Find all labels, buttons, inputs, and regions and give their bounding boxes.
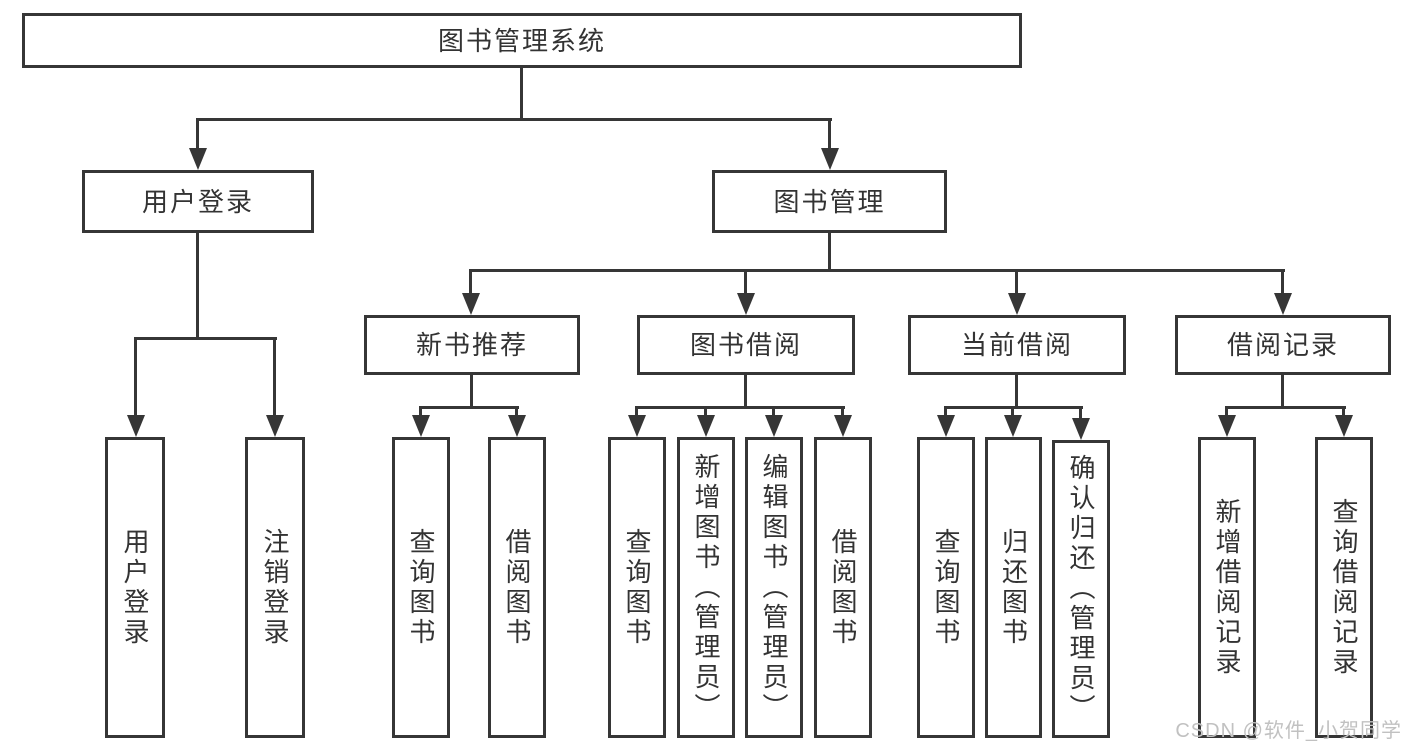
arrow-down-icon: [834, 415, 852, 437]
connector-line: [419, 406, 422, 418]
arrow-down-icon: [1008, 293, 1026, 315]
connector-line: [1281, 269, 1284, 296]
leaf-label: 编辑图书（管理员）: [759, 452, 789, 723]
connector-line: [1015, 269, 1018, 296]
leaf-label: 查询借阅记录: [1329, 497, 1359, 678]
leaf-label: 确认归还（管理员）: [1066, 454, 1096, 724]
connector-line: [635, 406, 845, 409]
connector-line: [744, 269, 747, 296]
connector-line: [196, 233, 199, 340]
leaf-label: 查询图书: [406, 527, 436, 648]
node-current-borrowing: 当前借阅: [908, 315, 1126, 375]
leaf-label: 用户登录: [120, 527, 150, 648]
leaf-label: 归还图书: [998, 527, 1029, 648]
node-leaf-query-borrow-record: 查询借阅记录: [1315, 437, 1373, 738]
connector-line: [520, 68, 523, 120]
node-leaf-logout: 注销登录: [245, 437, 305, 738]
leaf-label: 查询图书: [622, 527, 652, 648]
node-library-system-root: 图书管理系统: [22, 13, 1022, 68]
connector-line: [134, 337, 277, 340]
node-new-book-recommend: 新书推荐: [364, 315, 580, 375]
arrow-down-icon: [821, 148, 839, 170]
csdn-watermark: CSDN @软件_小贺同学: [1175, 720, 1402, 742]
node-leaf-add-borrow-record: 新增借阅记录: [1198, 437, 1256, 738]
connector-line: [469, 269, 472, 296]
connector-line: [1079, 406, 1082, 418]
node-user-login: 用户登录: [82, 170, 314, 233]
node-leaf-return-books: 归还图书: [985, 437, 1042, 738]
connector-line: [273, 337, 276, 418]
connector-line: [1015, 375, 1018, 409]
arrow-down-icon: [412, 415, 430, 437]
arrow-down-icon: [937, 415, 955, 437]
connector-line: [772, 406, 775, 418]
node-leaf-edit-book-admin: 编辑图书（管理员）: [745, 437, 803, 738]
leaf-label: 借阅图书: [828, 527, 858, 648]
arrow-down-icon: [189, 148, 207, 170]
arrow-down-icon: [697, 415, 715, 437]
node-leaf-confirm-return-admin: 确认归还（管理员）: [1052, 440, 1110, 738]
arrow-down-icon: [765, 415, 783, 437]
arrow-down-icon: [266, 415, 284, 437]
node-leaf-add-book-admin: 新增图书（管理员）: [677, 437, 735, 738]
arrow-down-icon: [1004, 415, 1022, 437]
connector-line: [419, 406, 519, 409]
arrow-down-icon: [1335, 415, 1353, 437]
arrow-down-icon: [628, 415, 646, 437]
node-borrowing-records: 借阅记录: [1175, 315, 1391, 375]
node-leaf-borrow-books-recommend: 借阅图书: [488, 437, 546, 738]
connector-line: [828, 233, 831, 272]
leaf-label: 新增图书（管理员）: [691, 452, 721, 723]
connector-line: [635, 406, 638, 418]
connector-line: [1225, 406, 1346, 409]
node-leaf-query-books-current: 查询图书: [917, 437, 975, 738]
node-leaf-query-books-recommend: 查询图书: [392, 437, 450, 738]
arrow-down-icon: [1218, 415, 1236, 437]
connector-line: [1225, 406, 1228, 418]
connector-line: [470, 375, 473, 409]
connector-line: [469, 269, 1285, 272]
leaf-label: 新增借阅记录: [1212, 497, 1242, 678]
connector-line: [196, 118, 832, 121]
arrow-down-icon: [127, 415, 145, 437]
arrow-down-icon: [1072, 418, 1090, 440]
arrow-down-icon: [737, 293, 755, 315]
connector-line: [196, 118, 199, 154]
connector-line: [1342, 406, 1345, 418]
node-leaf-user-login: 用户登录: [105, 437, 165, 738]
leaf-label: 查询图书: [931, 527, 961, 648]
node-leaf-borrow-books: 借阅图书: [814, 437, 872, 738]
connector-line: [828, 118, 831, 154]
connector-line: [744, 375, 747, 409]
leaf-label: 注销登录: [260, 527, 290, 648]
arrow-down-icon: [508, 415, 526, 437]
connector-line: [704, 406, 707, 418]
node-book-management: 图书管理: [712, 170, 947, 233]
connector-line: [841, 406, 844, 418]
arrow-down-icon: [1274, 293, 1292, 315]
connector-line: [515, 406, 518, 418]
connector-line: [944, 406, 947, 418]
connector-line: [134, 337, 137, 418]
arrow-down-icon: [462, 293, 480, 315]
connector-line: [1011, 406, 1014, 418]
node-leaf-query-books-borrowing: 查询图书: [608, 437, 666, 738]
connector-line: [1281, 375, 1284, 409]
node-book-borrowing: 图书借阅: [637, 315, 855, 375]
leaf-label: 借阅图书: [502, 527, 532, 648]
